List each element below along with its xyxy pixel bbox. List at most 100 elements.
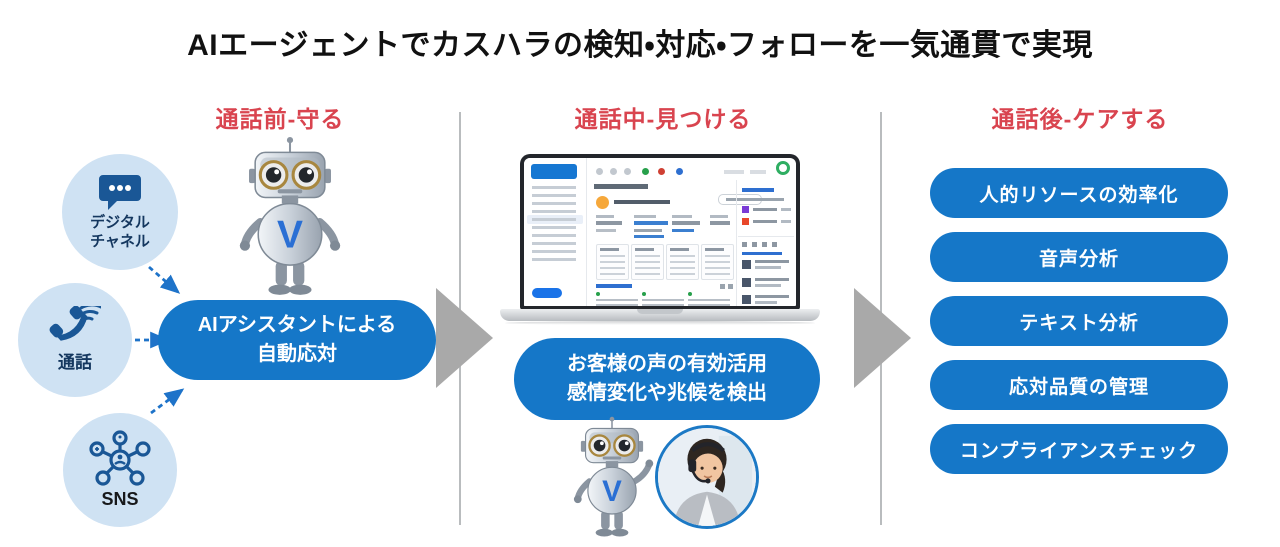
robot-eyes (258, 160, 322, 190)
toolbar-icon-blue (676, 168, 683, 175)
toolbar-icon-red (658, 168, 665, 175)
stage-header-before-call: 通話前-守る (215, 106, 345, 132)
chat-bubble-icon (99, 175, 141, 211)
benefit-pill: コンプライアンスチェック (930, 424, 1228, 474)
operator-illustration (658, 428, 756, 526)
flow-arrow-right (854, 288, 911, 388)
section-link-bar (596, 284, 632, 288)
stage-header-after-call: 通話後-ケアする (991, 106, 1169, 132)
summary-card (701, 244, 734, 280)
field-label-bar (596, 215, 614, 218)
dashboard-screenshot (524, 158, 796, 306)
action-button-label-bar (726, 198, 754, 201)
call-operator-photo (655, 425, 759, 529)
panel-text-bar (755, 260, 789, 263)
laptop-base (500, 309, 820, 321)
panel-divider (736, 180, 737, 306)
field-link-bar (634, 235, 664, 238)
section-icon (728, 284, 733, 289)
toolbar-icon-dot (596, 168, 603, 175)
toolbar-text (724, 170, 744, 174)
benefit-pill: 応対品質の管理 (930, 360, 1228, 410)
benefit-pill: テキスト分析 (930, 296, 1228, 346)
flow-arrow-right (436, 288, 493, 388)
tag-orange (742, 218, 749, 225)
summary-card (631, 244, 664, 280)
tag-purple (742, 206, 749, 213)
panel-link-bar (742, 188, 774, 192)
benefit-pill: 音声分析 (930, 232, 1228, 282)
panel-text-bar (742, 198, 784, 201)
panel-text-bar (755, 278, 789, 281)
field-link-bar (634, 221, 668, 225)
during-call-box-line1: お客様の声の有効活用 (567, 353, 767, 375)
channel-digital: デジタル チャネル (62, 154, 178, 270)
channel-sns: SNS (63, 413, 177, 527)
page-title: AIエージェントでカスハラの検知・対応・フォローを一気通貫で実現 (187, 29, 1093, 62)
panel-link-bar (742, 252, 782, 255)
customer-name-bar (614, 200, 670, 204)
toolbar-text (750, 170, 766, 174)
panel-text-bar (781, 208, 791, 211)
field-value-bar (634, 229, 662, 232)
sns-network-icon (89, 430, 151, 486)
feed-item-icon (742, 260, 751, 269)
feed-item-icon (742, 278, 751, 287)
panel-text-bar (755, 295, 789, 298)
laptop-notch (637, 309, 683, 314)
section-icon (720, 284, 725, 289)
summary-card (666, 244, 699, 280)
channel-label: 通話 (58, 353, 92, 373)
channel-phone: 通話 (18, 283, 132, 397)
ai-robot-mascot-waving: V (573, 416, 654, 537)
customer-avatar (596, 196, 609, 209)
dashed-arrow (148, 265, 181, 294)
page-heading-bar (594, 184, 648, 189)
panel-toolbar-icon (752, 242, 757, 247)
toolbar-icon-dot (624, 168, 631, 175)
field-value-bar (596, 221, 622, 225)
sidebar-nav-items (532, 186, 576, 264)
field-label-bar (710, 215, 728, 218)
before-call-box-line2: 自動応対 (257, 343, 337, 365)
toolbar-icon-dot (610, 168, 617, 175)
feed-item-icon (742, 295, 751, 304)
panel-text-bar (755, 266, 781, 269)
phone-icon (49, 306, 101, 342)
field-value-bar (672, 221, 700, 225)
sidebar-brand-button (531, 164, 577, 179)
after-call-benefits-list: 人的リソースの効率化 音声分析 テキスト分析 応対品質の管理 コンプライアンスチ… (930, 168, 1228, 488)
laptop-shadow (505, 321, 815, 325)
channel-label: SNS (101, 488, 139, 509)
sidebar-bottom-button (532, 288, 562, 298)
panel-text-bar (753, 208, 777, 211)
laptop-screen (520, 154, 800, 310)
panel-text-bar (753, 220, 777, 223)
before-call-box-line1: AIアシスタントによる (197, 314, 397, 336)
panel-toolbar-icon (762, 242, 767, 247)
panel-rule (738, 236, 794, 237)
panel-text-bar (755, 284, 781, 287)
brand-ring-logo (776, 161, 790, 175)
panel-toolbar-icon (742, 242, 747, 247)
activity-column (688, 292, 730, 306)
ai-robot-mascot: V (239, 137, 341, 295)
field-value-bar (596, 229, 616, 232)
field-link-bar (672, 229, 694, 232)
summary-card (596, 244, 629, 280)
during-call-box-line2: 感情変化や兆候を検出 (567, 382, 767, 404)
activity-column (642, 292, 684, 306)
stage-header-during-call: 通話中-見つける (574, 106, 752, 132)
robot-chest-letter: V (602, 475, 622, 508)
toolbar-icon-green (642, 168, 649, 175)
channel-label: デジタル チャネル (90, 214, 150, 250)
before-call-box: AIアシスタントによる 自動応対 (158, 300, 436, 380)
benefit-pill: 人的リソースの効率化 (930, 168, 1228, 218)
during-call-box: お客様の声の有効活用 感情変化や兆候を検出 (514, 338, 820, 420)
field-value-bar (710, 221, 730, 225)
field-label-bar (672, 215, 692, 218)
panel-text-bar (755, 301, 777, 304)
activity-column (596, 292, 638, 306)
panel-text-bar (781, 220, 791, 223)
